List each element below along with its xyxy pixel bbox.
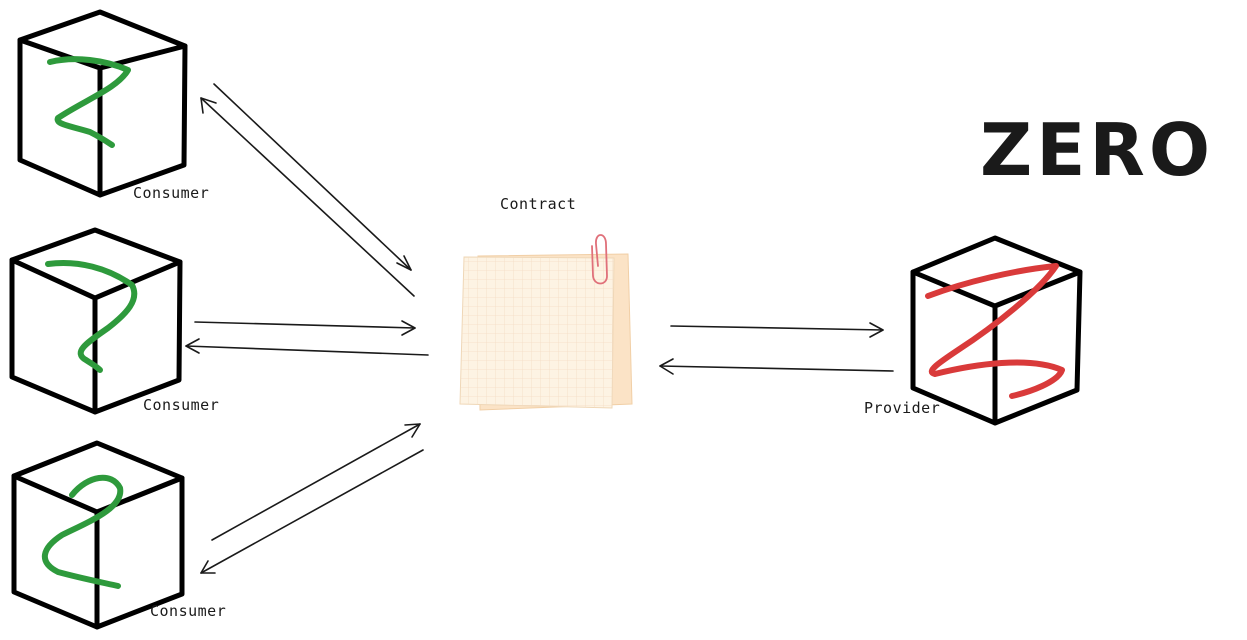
contract-note (459, 234, 633, 411)
arrow-contract-to-consumer1 (200, 97, 415, 297)
arrow-consumer2-to-contract (194, 320, 416, 336)
consumer-3-cube (11, 440, 185, 630)
consumer-1-cube (17, 9, 188, 198)
contract-label: Contract (500, 195, 576, 213)
zero-title: ZERO (980, 108, 1214, 192)
consumer-2-glyph (45, 260, 138, 373)
arrow-contract-to-consumer3 (200, 449, 424, 574)
paperclip-icon (591, 234, 608, 285)
arrow-provider-to-contract (659, 358, 894, 375)
consumer-2-cube (9, 227, 183, 415)
arrow-consumer1-to-contract (213, 83, 412, 271)
consumer-3-glyph (42, 474, 124, 589)
arrow-consumer3-to-contract (211, 423, 421, 541)
consumer-1-glyph (47, 56, 131, 148)
arrow-contract-to-provider (670, 322, 884, 338)
consumer-1-label: Consumer (133, 184, 209, 202)
provider-label: Provider (864, 399, 940, 417)
provider-cube (910, 235, 1083, 426)
consumer-3-label: Consumer (150, 602, 226, 620)
consumer-2-label: Consumer (143, 396, 219, 414)
provider-glyph (925, 263, 1065, 399)
arrow-contract-to-consumer2 (185, 338, 429, 356)
